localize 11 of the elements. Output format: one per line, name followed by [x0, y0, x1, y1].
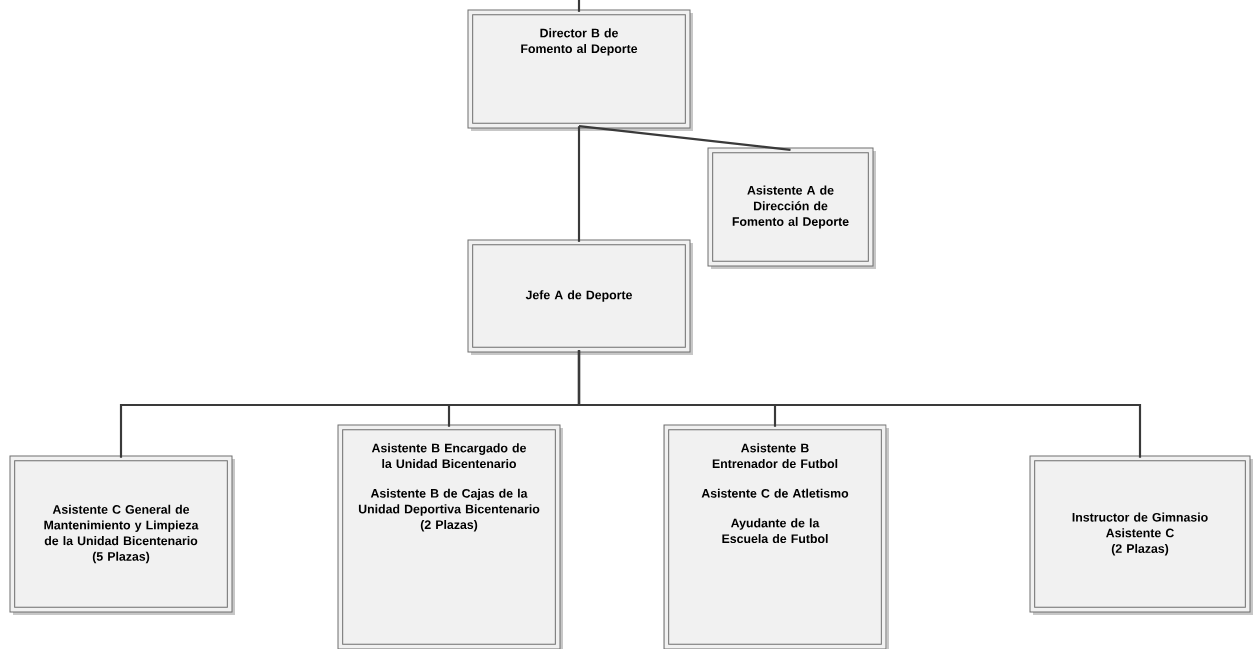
- position-box: Instructor de Gimnasio Asistente C (2 Plazas): [1029, 455, 1253, 615]
- position-box: Director B de Fomento al Deporte: [467, 9, 693, 131]
- position-box: Asistente A de Dirección de Fomento al Deporte: [707, 147, 876, 269]
- position-box: Asistente B Entrenador de Futbol Asistente C de Atletismo Ayudante de la Escuela de Futbol: [663, 424, 889, 649]
- connector-line: [577, 0, 581, 12]
- connector-line: [578, 125, 791, 151]
- position-box: Asistente C General de Mantenimiento y Limpieza de la Unidad Bicentenario (5 Plazas): [9, 455, 235, 615]
- position-box: Jefe A de Deporte: [467, 239, 693, 355]
- connector-line: [577, 126, 581, 242]
- connector-line: [577, 350, 1142, 458]
- position-box: Asistente B Encargado de la Unidad Bicentenario Asistente B de Cajas de la Unidad Deportiva Bicentenario (2 Plazas): [337, 424, 563, 649]
